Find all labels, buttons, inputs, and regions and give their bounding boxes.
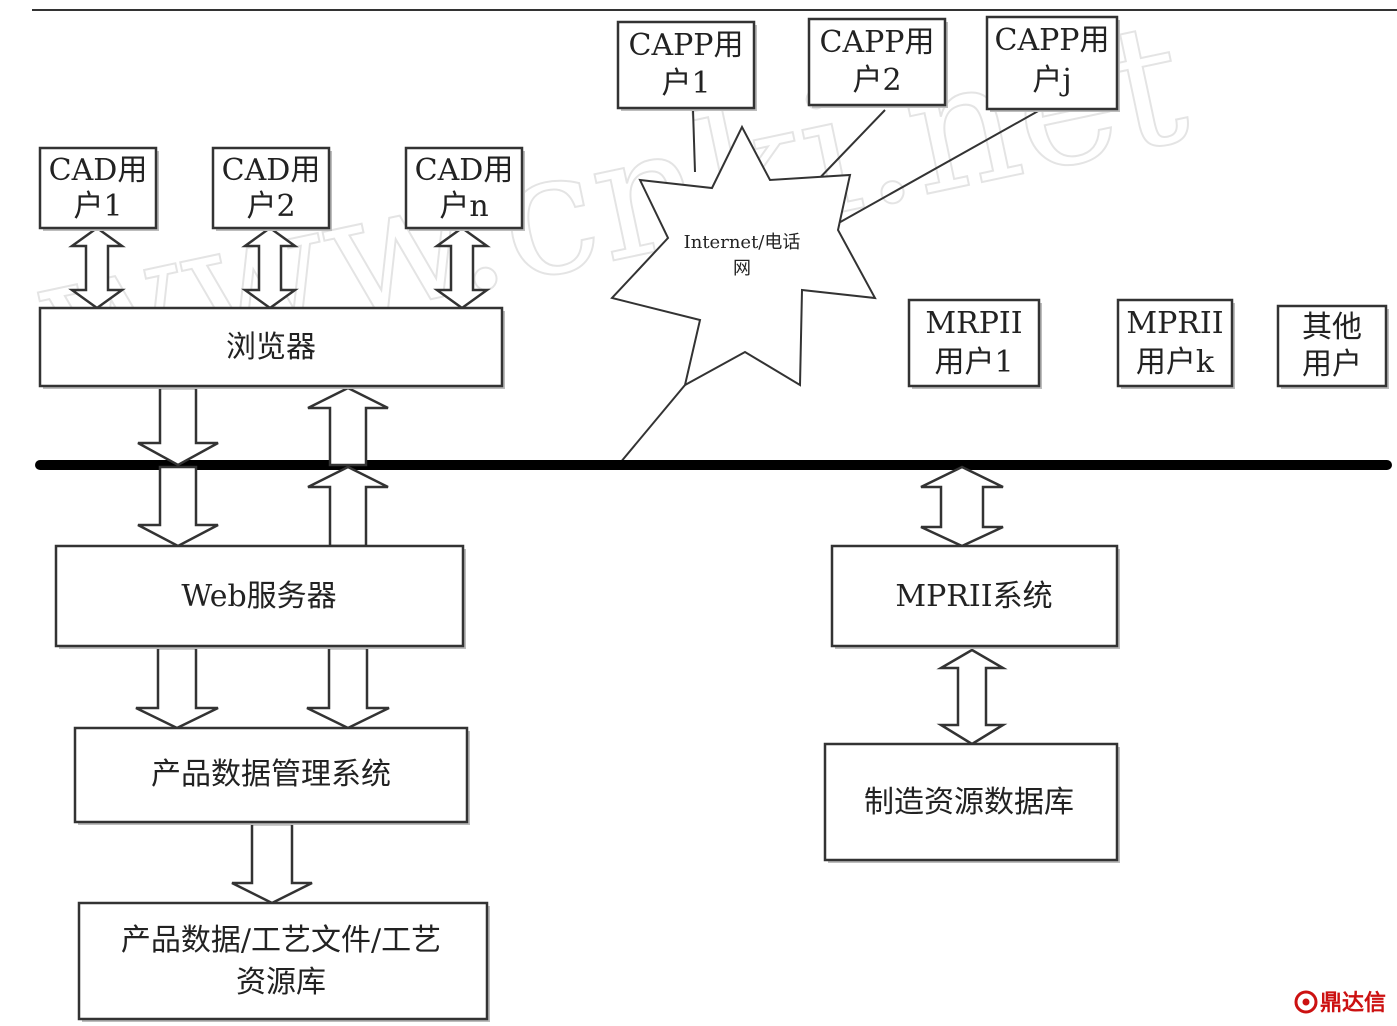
capp-user-1-label-line2: 户1 (661, 66, 710, 101)
internet-label-line2: 网 (733, 258, 751, 279)
mrp-user-1-label-line2: 用户1 (934, 345, 1013, 380)
mpr-user-k-label-line2: 用户k (1136, 345, 1215, 380)
browser-label: 浏览器 (226, 330, 316, 365)
product-db-box: 产品数据/工艺文件/工艺 资源库 (77, 901, 490, 1022)
cad-user-1-box: CAD用 户1 (38, 146, 159, 231)
cad-user-2-label-line2: 户2 (246, 189, 295, 224)
bus-to-webserver-arrow (137, 465, 219, 548)
cad-user-2-box: CAD用 户2 (211, 146, 332, 231)
other-users-box: 其他 用户 (1276, 304, 1389, 389)
capp-user-2-label-line2: 户2 (852, 63, 901, 98)
pdm-to-productdb-arrow (231, 822, 313, 905)
browser-box: 浏览器 (38, 306, 505, 389)
cad-user-n-label-line2: 户n (439, 189, 488, 224)
other-users-label-line2: 用户 (1302, 347, 1362, 382)
mpr-user-k-label-line1: MPRII (1126, 306, 1223, 341)
brand-logo: 鼎达信 (1294, 990, 1386, 1016)
web-server-box: Web服务器 (54, 544, 466, 649)
web-server-label: Web服务器 (181, 579, 336, 614)
brand-logo-text: 鼎达信 (1320, 990, 1386, 1016)
cad-user-n-box: CAD用 户n (404, 146, 525, 231)
cad-user-2-label-line1: CAD用 (222, 153, 321, 188)
capp-user-1-box: CAPP用 户1 (616, 20, 757, 111)
internet-cloud-shape (610, 124, 877, 387)
capp2-internet-line (811, 109, 886, 187)
webserver-to-bus-arrow (307, 465, 389, 548)
pdm-system-box: 产品数据管理系统 (73, 726, 470, 825)
pdm-system-label: 产品数据管理系统 (151, 757, 391, 792)
product-db-label-line1: 产品数据/工艺文件/工艺 (121, 923, 441, 958)
cappj-internet-line (834, 109, 1041, 226)
webserver-to-pdm-arrow-2 (306, 646, 390, 730)
cad-user-1-label-line1: CAD用 (49, 153, 148, 188)
product-db-label-line2: 资源库 (236, 965, 326, 1000)
capp-user-2-box: CAPP用 户2 (807, 17, 948, 108)
mrp-user-1-box: MRPII 用户1 (907, 298, 1042, 389)
mprii-system-box: MPRII系统 (830, 544, 1120, 649)
manufacturing-db-box: 制造资源数据库 (823, 742, 1120, 863)
capp-user-j-box: CAPP用 户j (985, 15, 1120, 112)
capp-user-j-label-line2: 户j (1032, 63, 1071, 98)
bus-to-browser-arrow (307, 386, 389, 467)
internet-bus-line (619, 384, 686, 464)
cad-user-1-label-line2: 户1 (73, 189, 122, 224)
cad-user-n-label-line1: CAD用 (415, 153, 514, 188)
capp-user-j-label-line1: CAPP用 (995, 23, 1110, 58)
webserver-to-pdm-arrow-1 (135, 646, 219, 730)
browser-to-bus-arrow (137, 386, 219, 467)
capp-user-2-label-line1: CAPP用 (820, 25, 935, 60)
brand-logo-icon (1294, 990, 1318, 1014)
internet-label-line1: Internet/电话 (684, 232, 801, 253)
mprii-manufdb-arrow (936, 648, 1008, 746)
capp1-internet-line (692, 109, 696, 173)
mpr-user-k-box: MPRII 用户k (1116, 298, 1235, 389)
mprii-system-label: MPRII系统 (895, 579, 1052, 614)
manufacturing-db-label: 制造资源数据库 (864, 785, 1074, 820)
other-users-label-line1: 其他 (1302, 310, 1362, 345)
mrp-user-1-label-line1: MRPII (925, 306, 1022, 341)
bus-mprii-arrow (920, 465, 1004, 548)
capp-user-1-label-line1: CAPP用 (629, 28, 744, 63)
